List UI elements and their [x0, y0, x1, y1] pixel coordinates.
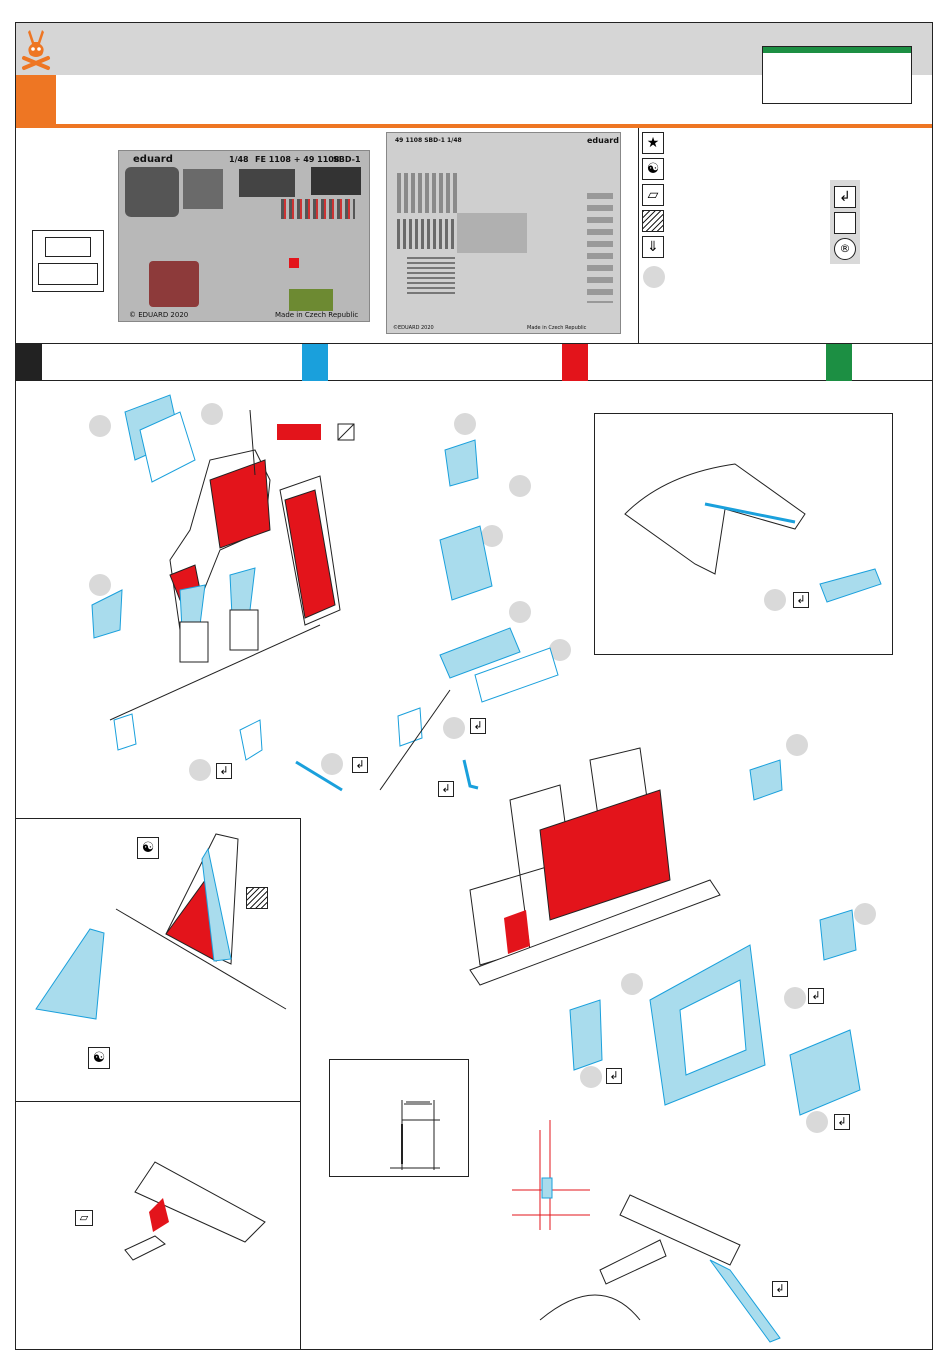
inset-detail-top: ↲ — [594, 413, 893, 655]
swatch-black — [16, 344, 42, 381]
orange-tab — [16, 75, 56, 125]
scale-box-bottom — [38, 263, 98, 285]
fret-right-copyright: ©EDUARD 2020 — [393, 325, 434, 331]
fret-panel-d — [311, 167, 361, 195]
bend-mark-h: ↲ — [772, 1281, 788, 1297]
inset-canopy-rail — [595, 414, 894, 656]
color-reference-bar — [16, 343, 932, 381]
swatch-red — [562, 344, 588, 381]
parallelogram-icon: ▱ — [642, 184, 664, 206]
fret-right-strip — [587, 193, 613, 303]
eduard-rabbit-logo — [20, 28, 52, 72]
fret-switch-row — [281, 199, 355, 219]
fret-red-part — [289, 258, 299, 268]
legend-right-column: ↲ ® — [830, 180, 860, 264]
bend-mark-d: ↲ — [438, 781, 454, 797]
fret-codes: FE 1108 + 49 1108 — [255, 155, 339, 164]
inset-detail-seat: ☯ ☯ — [15, 818, 301, 1102]
bend-arrow-icon: ↲ — [834, 186, 856, 208]
seat-diagram — [16, 819, 302, 1103]
fret-right-brand: eduard — [587, 136, 619, 145]
fret-right-made-in: Made in Czech Republic — [527, 325, 586, 331]
fret-right-grille-b — [397, 219, 459, 249]
fret-made-in: Made in Czech Republic — [275, 311, 358, 319]
fret-copyright: © EDUARD 2020 — [129, 311, 188, 319]
fret-seat-back — [149, 261, 199, 307]
fret-green-part — [289, 289, 333, 311]
bend-mark-a: ↲ — [216, 763, 232, 779]
scale-box-top — [45, 237, 91, 257]
measurement-inset — [329, 1059, 469, 1177]
swatch-blue — [302, 344, 328, 381]
fret-panel-b — [183, 169, 223, 209]
photo-etch-fret-left: eduard 1/48 FE 1108 + 49 1108 SBD-1 © ED… — [118, 150, 370, 322]
green-stripe — [763, 47, 911, 53]
blank-icon — [834, 212, 856, 234]
dimension-lines — [330, 1060, 470, 1178]
fret-right-grille-a — [397, 173, 457, 213]
photo-etch-fret-right: 49 1108 SBD-1 1/48 eduard ©EDUARD 2020 M… — [386, 132, 621, 334]
fret-model: SBD-1 — [333, 155, 361, 164]
drill-icon: ⇓ — [642, 236, 664, 258]
fret-scale: 1/48 — [229, 155, 249, 164]
hatch-icon — [642, 210, 664, 232]
console-assembly-diagram — [460, 730, 910, 1140]
fret-instrument-panel — [125, 167, 179, 217]
step-number-circle — [643, 266, 665, 288]
bottom-right-rail-diagram — [500, 1120, 800, 1345]
bend-mark-g: ↲ — [834, 1114, 850, 1130]
fret-right-codes: 49 1108 SBD-1 1/48 — [395, 137, 462, 144]
fret-right-panel — [457, 213, 527, 253]
inset-detail-bottom: ▱ — [15, 1102, 301, 1350]
bend-mark-b: ↲ — [352, 757, 368, 773]
yin-yang-icon: ☯ — [642, 158, 664, 180]
kit-info-box — [762, 46, 912, 104]
swatch-green — [826, 344, 852, 381]
fret-brand: eduard — [133, 154, 173, 165]
bend-mark-inset: ↲ — [793, 592, 809, 608]
bend-mark-f: ↲ — [606, 1068, 622, 1084]
bend-mark-e: ↲ — [808, 988, 824, 1004]
fret-panel-c — [239, 169, 295, 197]
fret-right-belts — [407, 257, 455, 297]
bottom-rail-diagram — [15, 1102, 301, 1350]
star-icon: ★ — [642, 132, 664, 154]
r-circle-icon: ® — [834, 238, 856, 260]
scale-frame — [32, 230, 104, 292]
